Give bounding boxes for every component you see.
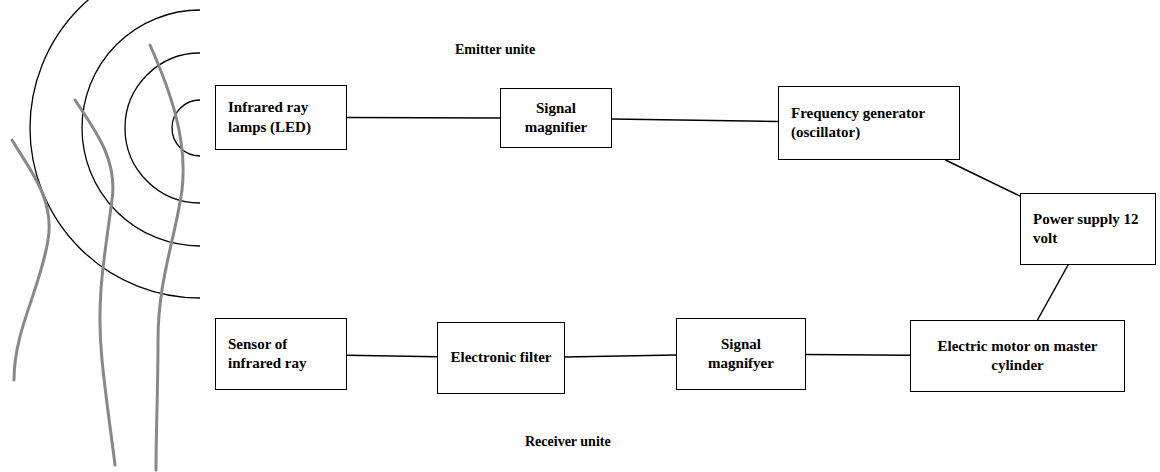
process-box: Signal magnifyer bbox=[676, 318, 806, 390]
connector-line bbox=[565, 355, 676, 357]
wave-arc bbox=[30, 0, 200, 298]
process-box: Sensor of infrared ray bbox=[215, 318, 347, 390]
box-text: Frequency generator (oscillator) bbox=[791, 104, 947, 143]
process-box: Signal magnifier bbox=[500, 88, 612, 148]
wave-arc bbox=[172, 100, 200, 156]
process-box: Infrared ray lamps (LED) bbox=[215, 85, 347, 150]
connector-line bbox=[806, 354, 910, 356]
body-contour bbox=[12, 140, 49, 380]
box-text: Sensor of infrared ray bbox=[228, 335, 334, 374]
box-text: Signal magnifier bbox=[513, 99, 599, 138]
unit-label: Emitter unite bbox=[455, 42, 535, 58]
wave-arc bbox=[82, 10, 200, 246]
box-text: Signal magnifyer bbox=[689, 335, 793, 374]
connector-line bbox=[347, 355, 437, 357]
connector-line bbox=[347, 117, 500, 119]
body-contour bbox=[75, 100, 115, 465]
process-box: Electronic filter bbox=[437, 322, 565, 394]
connector-line bbox=[612, 119, 778, 122]
box-text: Electronic filter bbox=[450, 348, 552, 368]
box-text: Electric motor on master cylinder bbox=[923, 337, 1112, 376]
connector-line bbox=[1037, 265, 1068, 320]
process-box: Power supply 12 volt bbox=[1020, 193, 1156, 265]
box-text: Power supply 12 volt bbox=[1033, 210, 1143, 249]
process-box: Electric motor on master cylinder bbox=[910, 320, 1125, 392]
unit-label: Receiver unite bbox=[525, 434, 611, 450]
connector-line bbox=[945, 160, 1020, 196]
box-text: Infrared ray lamps (LED) bbox=[228, 98, 334, 137]
process-box: Frequency generator (oscillator) bbox=[778, 86, 960, 160]
body-contour bbox=[150, 45, 183, 470]
